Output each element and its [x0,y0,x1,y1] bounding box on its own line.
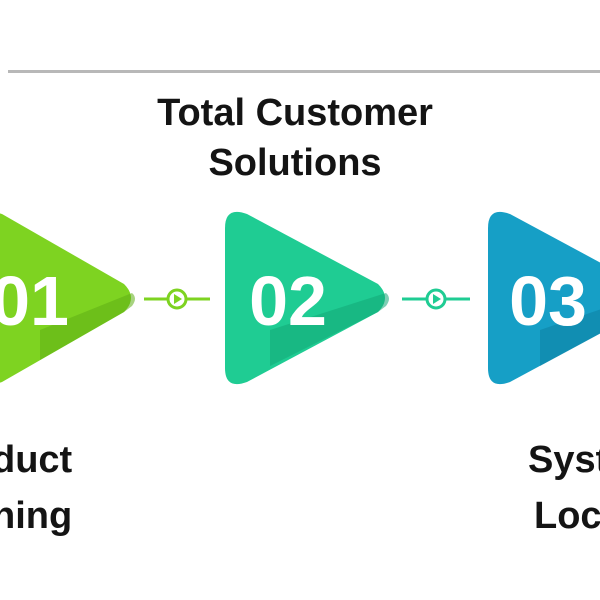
step-1-number: 01 [0,262,69,340]
connector-1 [144,288,210,310]
step-1-label-line-1: duct [0,439,73,481]
step-2-number: 02 [249,262,327,340]
step-3-number: 03 [509,262,587,340]
top-divider [8,70,600,73]
step-1-triangle: 01 [0,213,135,383]
play-icon [174,294,182,304]
step-3-triangle: 03 [488,211,600,385]
step-3-label: Syst Loc [528,432,600,544]
diagram-title: Total Customer Solutions [120,88,470,188]
step-1-label-line-2: ning [0,495,73,537]
connector-2 [402,288,470,310]
play-icon [433,294,441,304]
title-line-2: Solutions [208,142,382,184]
step-3-label-line-1: Syst [528,439,600,481]
step-1-label: duct ning [0,432,72,544]
step-3-label-line-2: Loc [534,495,600,537]
title-line-1: Total Customer [157,92,433,134]
step-2-triangle: 02 [225,211,389,385]
